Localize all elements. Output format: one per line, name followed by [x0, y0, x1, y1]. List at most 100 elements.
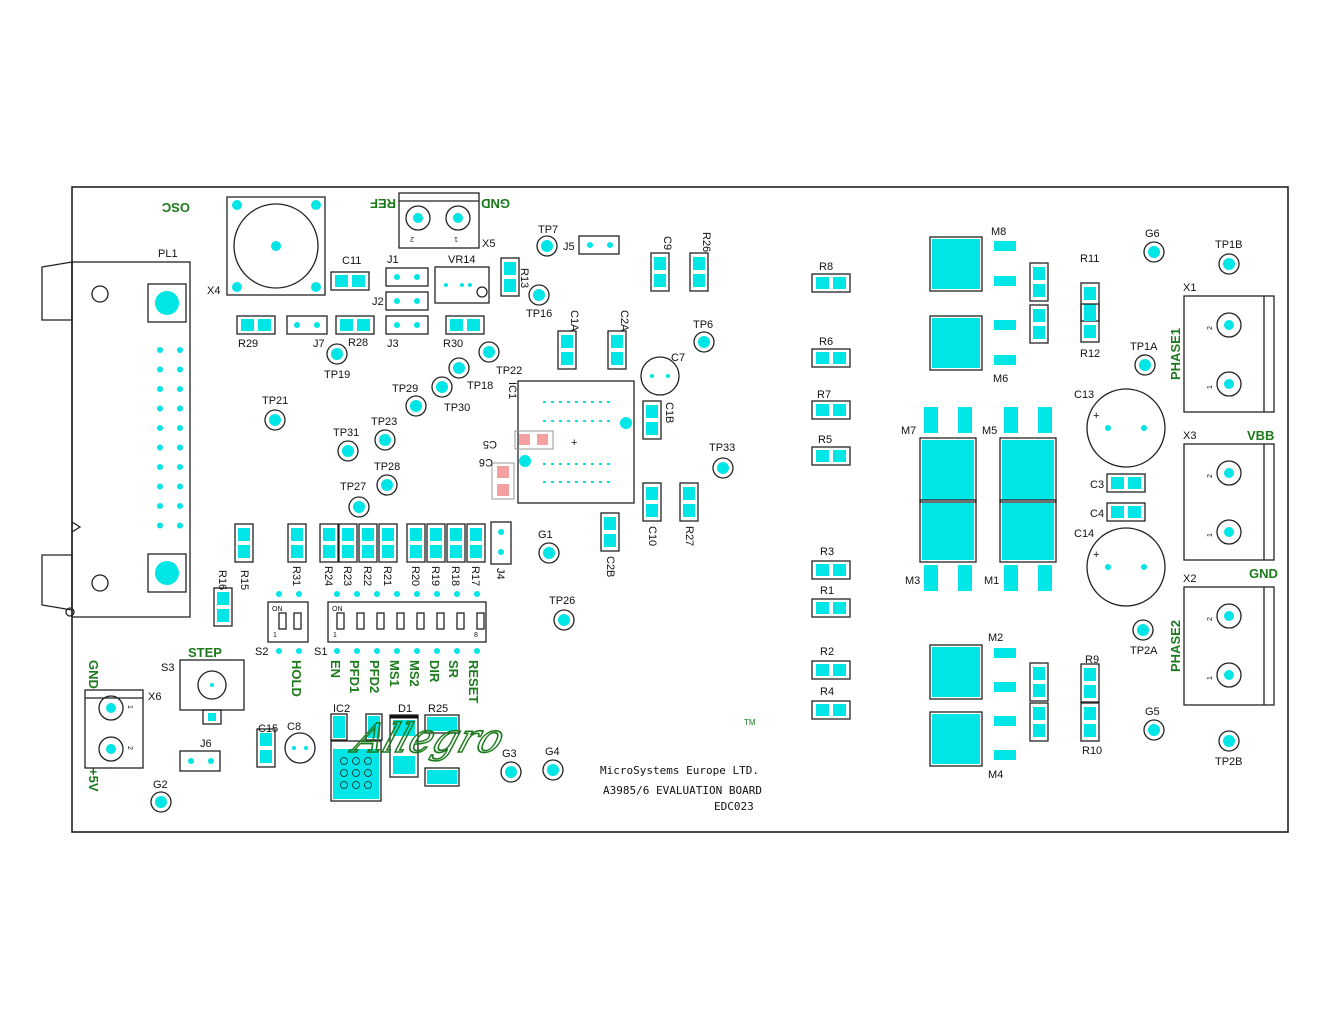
switch-pad: [414, 591, 420, 597]
ref-VR14: VR14: [448, 254, 476, 266]
ref-R18: R18: [449, 566, 461, 586]
oscillator-x4: [226, 196, 326, 296]
ref-J3: J3: [387, 338, 399, 350]
label-gnd-top: GND: [481, 196, 510, 211]
ref-R5: R5: [818, 434, 832, 446]
ref-C2B: C2B: [604, 556, 616, 577]
x5-pin1: 1: [454, 235, 458, 242]
ref-C11: C11: [342, 255, 361, 267]
smd-r4: [811, 700, 851, 720]
terminal-pin-mark: 1: [1207, 676, 1214, 680]
pl1-pin: [157, 444, 163, 451]
ref-R23: R23: [341, 566, 353, 586]
smd-r19: [426, 523, 446, 563]
s1-toggle: [416, 612, 425, 630]
ref-C3: C3: [1090, 479, 1104, 491]
s1-toggle: [356, 612, 365, 630]
label-gnd-right: GND: [1249, 566, 1278, 581]
ref-C4: C4: [1090, 508, 1104, 520]
ref-R6: R6: [819, 336, 833, 348]
header-j1: [385, 267, 429, 287]
ref-X2: X2: [1183, 573, 1196, 585]
ref-G3: G3: [502, 748, 517, 760]
ref-R13: R13: [518, 268, 530, 288]
testpoint-tp33: [712, 457, 734, 479]
smd-r13: [500, 257, 520, 297]
ic1-pin: [551, 401, 554, 403]
testpoint-tp21: [264, 409, 286, 431]
smd-r2: [811, 660, 851, 680]
pl1-pin: [157, 503, 163, 509]
ic2-via: [364, 757, 372, 765]
allegro-logo: Allegro: [345, 715, 511, 762]
header-j2: [385, 291, 429, 311]
smd-r21: [378, 523, 398, 563]
header-j3: [385, 315, 429, 335]
pl1-pin: [177, 483, 183, 490]
label-vbb: VBB: [1247, 428, 1274, 443]
testpoint-tp22: [478, 341, 500, 363]
smd-c4: [1106, 502, 1146, 522]
ref-TP18: TP18: [467, 380, 493, 392]
terminal-x6: [84, 689, 144, 769]
ic1-pin: [599, 463, 602, 465]
pl1-pin: [177, 366, 183, 373]
ref-J6: J6: [200, 738, 212, 750]
ref-J7: J7: [313, 338, 325, 350]
ic1-pin: [543, 401, 546, 403]
smd-r8: [811, 273, 851, 293]
label-sr: SR: [446, 660, 461, 679]
ref-TP22: TP22: [496, 365, 522, 377]
smd-r9: [1080, 663, 1100, 703]
regulator-ic2: [330, 713, 383, 802]
ic1-pin: [607, 401, 610, 403]
s2-one: 1: [273, 632, 277, 639]
ref-R19: R19: [429, 566, 441, 586]
testpoint-tp30: [431, 376, 453, 398]
ref-R28: R28: [348, 337, 368, 349]
testpoint-g5: [1143, 719, 1165, 741]
ic1-pin: [567, 463, 570, 465]
switch-s1: [276, 591, 487, 654]
terminal-pin-mark: 2: [1207, 617, 1214, 621]
pl1-pin: [177, 405, 183, 412]
ref-TP7: TP7: [538, 224, 558, 236]
switch-pad: [334, 648, 340, 654]
ic1-plus: +: [571, 437, 577, 449]
ref-C7: C7: [671, 352, 685, 364]
ref-TP30: TP30: [444, 402, 470, 414]
pl1-pin: [177, 464, 183, 470]
ic1-pin: [559, 420, 562, 422]
smd-r15: [234, 523, 254, 563]
testpoint-tp27: [348, 496, 370, 518]
board-code: EDC023: [714, 800, 754, 813]
pl1-pin: [177, 444, 183, 451]
ref-TP2B: TP2B: [1215, 756, 1243, 768]
ref-M4: M4: [988, 769, 1003, 781]
testpoint-tp31: [337, 440, 359, 462]
switch-pad: [296, 591, 302, 597]
ic1-pin: [575, 481, 578, 483]
ref-TP28: TP28: [374, 461, 400, 473]
terminal-pin-mark: 1: [126, 705, 133, 709]
smd-mx4: [1029, 702, 1049, 742]
switch-pad: [276, 648, 282, 654]
ref-R16: R16: [216, 570, 228, 590]
trimmer-vr14: [434, 266, 490, 304]
smd-mx2: [1029, 304, 1049, 344]
header-j4: [490, 521, 512, 565]
ic2-via: [340, 781, 348, 789]
ref-R22: R22: [361, 566, 373, 586]
s1-toggle: [336, 612, 345, 630]
ref-R21: R21: [381, 566, 393, 586]
ic2-via: [352, 757, 360, 765]
ic1-pin: [575, 420, 578, 422]
ic1-pin: [551, 481, 554, 483]
s2-on: ON: [272, 606, 283, 613]
terminal-pin-mark: 1: [1207, 533, 1214, 537]
switch-pad: [276, 591, 282, 597]
smd-r18: [446, 523, 466, 563]
button-s3: [179, 659, 245, 725]
ref-IC2: IC2: [333, 703, 350, 715]
smd-r20: [406, 523, 426, 563]
